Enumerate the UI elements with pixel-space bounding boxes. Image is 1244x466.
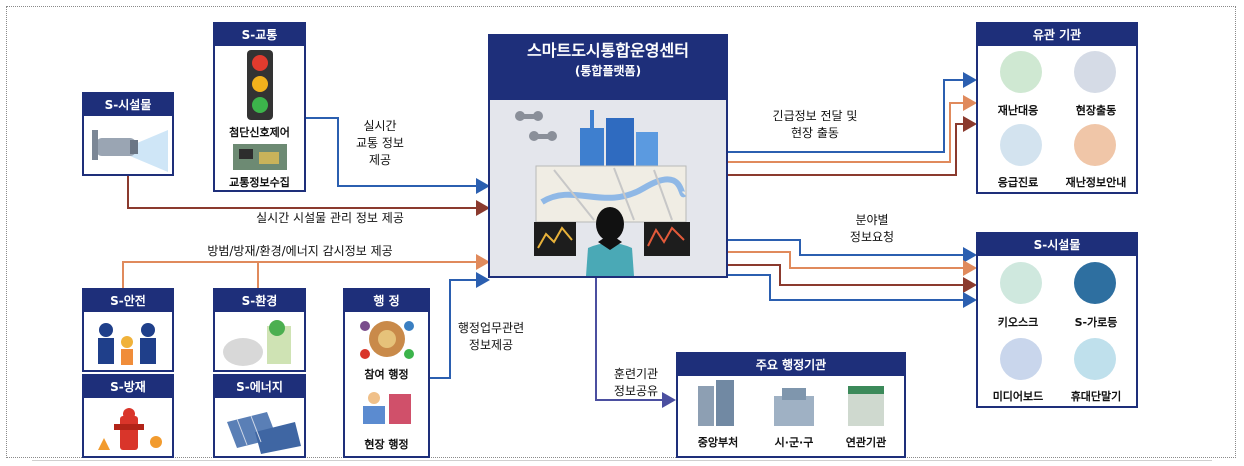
bottom-rule [32, 460, 1212, 461]
arrow-center-to-agency-3 [728, 116, 977, 176]
traffic-box: S-교통 첨단신호제어 교통정보수집 [213, 22, 306, 192]
field-admin-icon [363, 392, 411, 424]
gov-box: 주요 행정기관 중앙부처 시·군·구 연관기관 [676, 352, 906, 458]
disaster-response-icon [1000, 51, 1042, 93]
diagram-frame [6, 6, 1236, 458]
energy-box: S-에너지 [213, 374, 306, 458]
flow-training: 훈련기관 정보공유 [613, 367, 659, 398]
arrow-admin-to-center [430, 272, 490, 379]
flow-traffic-info: 실시간 교통 정보 제공 [356, 119, 404, 167]
flow-monitoring-info: 방범/방재/환경/에너지 감시정보 제공 [207, 244, 393, 258]
related-agency-icon [848, 386, 884, 426]
mobile-terminal-icon [1074, 338, 1116, 380]
center-header: 스마트도시통합운영센터 (통합플랫폼) [490, 36, 726, 100]
streetlight-icon [1074, 262, 1116, 304]
agencies-title: 유관 기관 [978, 24, 1136, 46]
admin-item-field: 현장 행정 [364, 438, 409, 451]
safety-box: S-안전 [82, 288, 174, 372]
cctv-camera-icon [92, 130, 168, 172]
traffic-item-collect: 교통정보수집 [229, 176, 290, 189]
agency-item-3: 응급진료 [997, 176, 1039, 189]
arrow-traffic-to-center [306, 117, 490, 194]
arrow-monitoring-to-center [122, 254, 490, 288]
flow-admin-info: 행정업무관련 정보제공 [457, 321, 525, 352]
admin-box: 행 정 참여 행정 현장 행정 [343, 288, 430, 458]
kiosk-icon [1000, 262, 1042, 304]
flow-field-request: 분야별 정보요청 [849, 213, 895, 244]
safety-title: S-안전 [84, 290, 172, 312]
environment-icon [223, 320, 291, 366]
center-box: 스마트도시통합운영센터 (통합플랫폼) [488, 34, 728, 278]
fire-hydrant-icon [98, 408, 162, 450]
traffic-title: S-교통 [215, 24, 304, 46]
center-subtitle: (통합플랫폼) [574, 64, 642, 78]
agency-item-1: 재난대응 [997, 104, 1039, 117]
facility-item-1: 키오스크 [997, 316, 1039, 329]
arrow-center-to-agency-2 [728, 95, 977, 163]
facility-item-3: 미디어보드 [992, 390, 1044, 403]
participation-icon [360, 321, 414, 359]
traffic-light-icon [247, 50, 273, 120]
arrow-facility-to-center [127, 175, 490, 216]
admin-title: 행 정 [345, 290, 428, 312]
arrow-center-to-facility-3 [728, 264, 977, 293]
city-hall-icon [774, 388, 814, 426]
circuit-board-icon [233, 144, 287, 170]
gov-title: 주요 행정기관 [678, 354, 904, 376]
medical-icon [1000, 124, 1042, 166]
agency-item-4: 재난정보안내 [1065, 176, 1127, 189]
admin-item-participation: 참여 행정 [364, 368, 409, 381]
arrow-center-to-facility-4 [728, 274, 977, 308]
facility-left-box: S-시설물 [82, 92, 174, 176]
gov-item-2: 시·군·구 [774, 436, 814, 449]
arrow-center-to-gov [588, 266, 676, 408]
facility-item-2: S-가로등 [1074, 316, 1118, 329]
facility-right-title: S-시설물 [978, 234, 1136, 256]
traffic-item-signal: 첨단신호제어 [229, 126, 290, 139]
facility-left-title: S-시설물 [84, 94, 172, 116]
arrow-center-to-facility-1 [728, 239, 977, 263]
flow-facility-info: 실시간 시설물 관리 정보 제공 [256, 211, 404, 225]
disaster-title: S-방재 [84, 376, 172, 398]
arrow-center-to-agency-1 [728, 72, 977, 153]
control-room-illustration [515, 110, 690, 276]
center-title: 스마트도시통합운영센터 [527, 41, 689, 60]
agency-item-2: 현장출동 [1075, 104, 1117, 117]
gov-item-1: 중앙부처 [697, 436, 739, 449]
solar-panel-icon [227, 412, 301, 454]
arrow-center-to-facility-2 [728, 251, 977, 276]
environment-box: S-환경 [213, 288, 306, 372]
media-board-icon [1000, 338, 1042, 380]
environment-title: S-환경 [215, 290, 304, 312]
facility-item-4: 휴대단말기 [1070, 390, 1122, 403]
police-family-icon [98, 323, 156, 365]
energy-title: S-에너지 [215, 376, 304, 398]
gov-item-3: 연관기관 [845, 436, 887, 449]
disaster-info-icon [1074, 124, 1116, 166]
ambulance-icon [1074, 51, 1116, 93]
facility-right-box: S-시설물 키오스크 S-가로등 미디어보드 휴대단말기 [976, 232, 1138, 408]
flow-emergency: 긴급정보 전달 및 현장 출동 [772, 109, 858, 140]
central-ministry-icon [698, 380, 734, 426]
disaster-box: S-방재 [82, 374, 174, 458]
agencies-box: 유관 기관 재난대응 현장출동 응급진료 재난정보안내 [976, 22, 1138, 194]
